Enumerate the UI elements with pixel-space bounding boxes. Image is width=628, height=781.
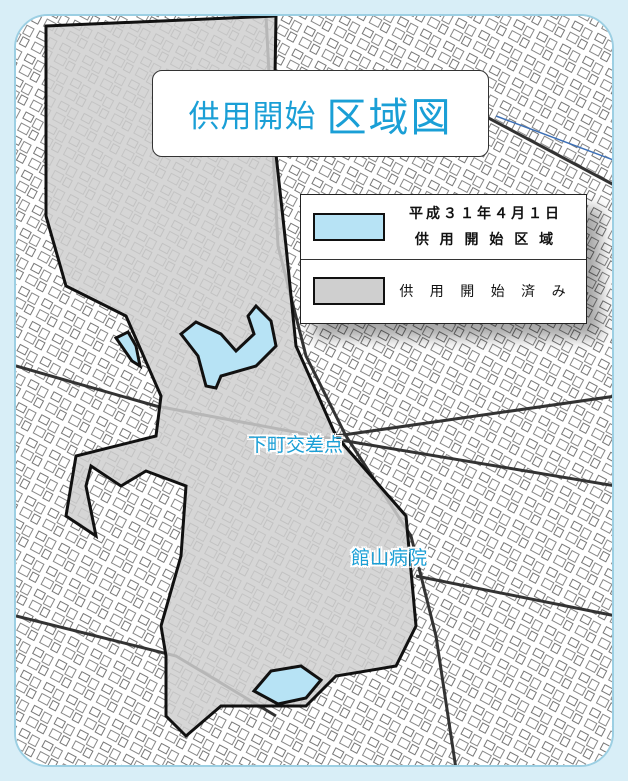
- new-area-west: [113, 330, 143, 370]
- legend-row-new-area: 平成３１年４月１日 供 用 開 始 区 域: [301, 195, 586, 260]
- legend-new-area-text: 供 用 開 始 区 域: [414, 232, 557, 248]
- legend-swatch-existing-area: [313, 277, 385, 305]
- legend: 平成３１年４月１日 供 用 開 始 区 域 供 用 開 始 済 み: [300, 194, 587, 324]
- title-prefix: 供用開始: [188, 99, 317, 135]
- legend-swatch-new-area: [313, 213, 385, 241]
- title-box: 供用開始 区域図: [152, 70, 489, 157]
- place-label-hospital: 館山病院: [351, 547, 428, 569]
- river-line: [495, 115, 612, 161]
- existing-service-area: [44, 16, 418, 739]
- map-frame: 供用開始 区域図 平成３１年４月１日 供 用 開 始 区 域 供 用 開 始 済…: [14, 14, 614, 767]
- legend-row-existing-area: 供 用 開 始 済 み: [301, 259, 586, 323]
- legend-label-new-area: 平成３１年４月１日 供 用 開 始 区 域: [385, 201, 586, 253]
- new-area-north: [178, 303, 278, 390]
- legend-date: 平成３１年４月１日: [409, 206, 562, 222]
- new-service-areas: [113, 303, 324, 706]
- title-main: 区域図: [326, 94, 453, 141]
- place-label-intersection: 下町交差点: [248, 434, 344, 456]
- new-area-south: [251, 664, 324, 706]
- legend-existing-area-text: 供 用 開 始 済 み: [399, 284, 572, 300]
